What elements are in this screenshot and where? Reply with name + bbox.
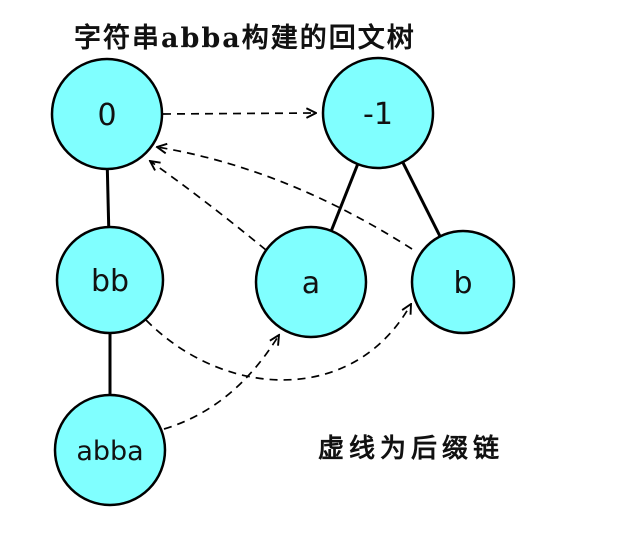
node-0-circle (50, 57, 164, 171)
node-abba-circle (53, 393, 167, 507)
suffix-link-b-to-0 (157, 147, 413, 250)
node-bb-circle (55, 225, 165, 335)
node-abba-label: abba (76, 436, 143, 467)
legend-caption: 虚线为后缀链 (318, 434, 505, 464)
node-b: b (410, 229, 516, 335)
node-a: a (254, 225, 368, 339)
suffix-link-a-to-0 (150, 161, 267, 251)
node-neg1-label: -1 (363, 97, 393, 132)
node-neg1: -1 (321, 56, 435, 170)
node-bb: bb (55, 225, 165, 335)
node-0-label: 0 (97, 98, 116, 133)
node-a-circle (254, 225, 368, 339)
suffix-link-bb-to-b (145, 304, 411, 381)
node-abba: abba (53, 393, 167, 507)
diagram-title: 字符串abba构建的回文树 (74, 23, 416, 54)
node-0: 0 (50, 57, 164, 171)
node-a-label: a (302, 266, 320, 301)
suffix-link-abba-to-a (163, 335, 279, 430)
node-bb-label: bb (91, 264, 129, 299)
node-b-label: b (453, 266, 472, 301)
suffix-link-0-to-neg1 (162, 113, 316, 114)
node-b-circle (410, 229, 516, 335)
node-neg1-circle (321, 56, 435, 170)
